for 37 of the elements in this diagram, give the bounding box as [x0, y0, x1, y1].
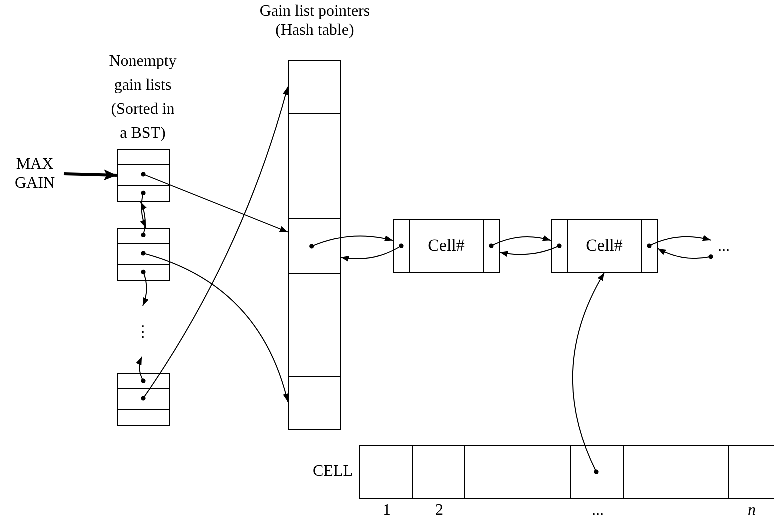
- list-node: [117, 228, 170, 281]
- pointer-field: [393, 219, 410, 273]
- cell-record: [393, 219, 500, 273]
- index-label: n: [747, 501, 757, 520]
- heading: Nonempty gain lists (Sorted in a BST): [108, 52, 178, 144]
- arrow: [658, 248, 714, 260]
- index-label: 2: [434, 501, 444, 520]
- pointer-field: [483, 219, 500, 273]
- arrow: [647, 236, 712, 248]
- pointer-field: [551, 219, 568, 273]
- arrow: [340, 244, 404, 262]
- index-label: ...: [591, 501, 605, 520]
- arrow: [140, 202, 147, 238]
- hash-table: [288, 60, 341, 430]
- pointer-label: MAX GAIN: [6, 150, 64, 198]
- arrow: [500, 244, 562, 257]
- cell-label: Cell#: [409, 219, 484, 273]
- array-label: CELL: [312, 462, 353, 482]
- arrow: [489, 236, 552, 248]
- ellipsis-label: ...: [711, 236, 737, 258]
- cell-label: Cell#: [567, 219, 642, 273]
- arrow: [141, 172, 288, 233]
- arrow: [64, 170, 118, 181]
- arrow: [140, 190, 147, 228]
- list-node: [117, 149, 170, 202]
- pointer-field: [641, 219, 658, 273]
- index-label: 1: [382, 501, 392, 520]
- arrow: [572, 272, 605, 474]
- heading: Gain list pointers (Hash table): [258, 2, 372, 40]
- arrow: [136, 356, 146, 384]
- arrow: [310, 236, 394, 249]
- arrow: [141, 270, 149, 306]
- arrow: [141, 251, 289, 402]
- cell-record: [551, 219, 658, 273]
- ellipsis-label: ⋮: [133, 306, 153, 357]
- arrow: [141, 86, 289, 401]
- list-node: [117, 373, 170, 426]
